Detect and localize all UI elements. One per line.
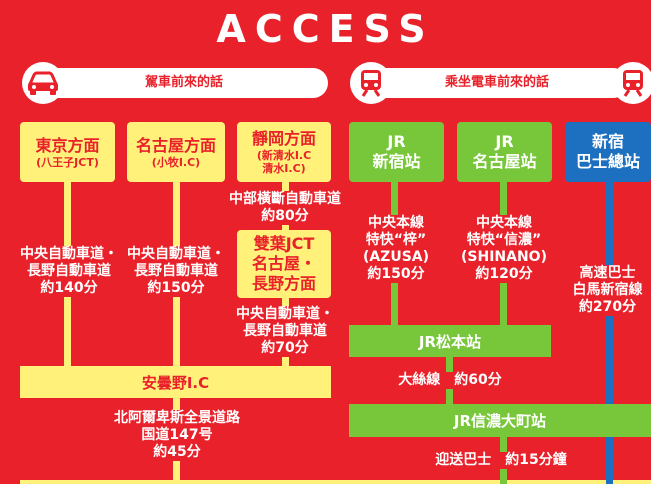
- route-label-line: 中央本線: [476, 215, 532, 231]
- origin-line: JR: [495, 132, 514, 151]
- origin-tokyo-sub: (八王子JCT): [36, 155, 99, 169]
- route-label-line: 特快“梓”: [365, 232, 427, 248]
- destination-bar: [20, 480, 651, 484]
- origin-line: 新宿站: [372, 152, 421, 171]
- route-label-line: 約120分: [475, 266, 533, 282]
- train-icon-badge-left: [350, 62, 392, 104]
- origin-nagoya-name: 名古屋方面: [135, 135, 216, 155]
- origin-jr-shinjuku: JR 新宿站: [349, 122, 444, 182]
- origin-nagoya-sub: (小牧I.C): [151, 155, 201, 169]
- route-label-line: 国道147号: [141, 427, 213, 443]
- route-label-line: 中部橫斷自動車道: [229, 191, 341, 207]
- route-label-line: 約140分: [40, 280, 98, 296]
- route-label-line: 長野自動車道: [243, 323, 327, 339]
- azumino-ic-label: 安曇野I.C: [141, 373, 210, 392]
- jr-matsumoto-bar: JR松本站: [349, 325, 551, 357]
- train-icon-badge-right: [612, 62, 651, 104]
- route-label-line: 約80分: [261, 208, 309, 224]
- route-label-line: (SHINANO): [461, 249, 547, 265]
- origin-line: 新宿: [591, 132, 624, 151]
- route-line-bus: [606, 180, 613, 484]
- route-label-shizuoka-2: 中央自動車道・ 長野自動車道 約70分: [222, 306, 348, 357]
- route-label-shinano: 中央本線 特快“信濃” (SHINANO) 約120分: [454, 215, 554, 283]
- route-label-oito: 大絲線 約60分: [376, 372, 524, 389]
- route-label-line: 高速巴士: [579, 265, 636, 281]
- origin-shizuoka-name: 靜岡方面: [251, 129, 316, 148]
- origin-shizuoka-sub2: 清水I.C): [262, 162, 306, 175]
- route-label-line: 約45分: [153, 444, 201, 460]
- origin-shinjuku-bus-terminal: 新宿 巴士總站: [565, 122, 651, 182]
- car-section-header: 駕車前來的話: [40, 68, 328, 98]
- route-label-line: 特快“信濃”: [466, 232, 542, 248]
- jr-matsumoto-label: JR松本站: [418, 332, 482, 351]
- futaba-jct-box: 雙葉JCT 名古屋・ 長野方面: [237, 230, 331, 298]
- origin-line: 名古屋站: [472, 152, 537, 171]
- origin-tokyo: 東京方面 (八王子JCT): [20, 122, 115, 182]
- route-label-line: 北阿爾卑斯全景道路: [114, 410, 240, 426]
- origin-tokyo-name: 東京方面: [35, 135, 100, 155]
- route-label-line: 長野自動車道: [134, 263, 218, 279]
- origin-line: 巴士總站: [575, 152, 640, 171]
- car-section-label: 駕車前來的話: [144, 75, 223, 90]
- route-label-line: 約150分: [367, 266, 425, 282]
- car-icon-badge: [22, 62, 64, 104]
- futaba-line: 名古屋・: [251, 254, 316, 273]
- route-label-tokyo: 中央自動車道・ 長野自動車道 約140分: [10, 246, 128, 297]
- route-label-final-road: 北阿爾卑斯全景道路 国道147号 約45分: [100, 410, 254, 461]
- origin-jr-nagoya: JR 名古屋站: [457, 122, 552, 182]
- train-icon: [361, 70, 381, 97]
- origin-nagoya: 名古屋方面 (小牧I.C): [127, 122, 225, 182]
- origin-shizuoka: 靜岡方面 (新清水I.C 清水I.C): [237, 122, 331, 182]
- origin-line: JR: [387, 132, 406, 151]
- page-title: ACCESS: [216, 7, 435, 51]
- train-section-label: 乘坐電車前來的話: [444, 75, 549, 90]
- car-icon: [28, 71, 58, 95]
- route-label-line: 長野自動車道: [27, 263, 111, 279]
- jr-shinano-omachi-label: JR信濃大町站: [453, 412, 547, 430]
- route-label-azusa: 中央本線 特快“梓” (AZUSA) 約150分: [348, 215, 444, 283]
- route-label-line: 中央自動車道・: [236, 306, 334, 322]
- route-label-line: 迎送巴士 約15分鐘: [435, 452, 567, 468]
- route-label-shizuoka-1: 中部橫斷自動車道 約80分: [214, 191, 356, 225]
- origin-shizuoka-sub1: (新清水I.C: [256, 149, 312, 162]
- train-section-header: 乘坐電車前來的話: [366, 68, 628, 98]
- route-label-line: 大絲線 約60分: [398, 372, 502, 388]
- azumino-ic-bar: 安曇野I.C: [20, 366, 331, 398]
- futaba-line: 雙葉JCT: [253, 234, 315, 253]
- route-label-nagoya: 中央自動車道・ 長野自動車道 約150分: [118, 246, 234, 297]
- route-label-line: 約270分: [578, 299, 637, 315]
- route-label-line: 約150分: [147, 280, 205, 296]
- route-label-line: 中央本線: [368, 215, 424, 231]
- route-label-line: 約70分: [261, 340, 309, 356]
- futaba-line: 長野方面: [251, 274, 316, 293]
- route-label-bus: 高速巴士 白馬新宿線 約270分: [564, 265, 651, 316]
- route-label-line: 白馬新宿線: [572, 282, 643, 298]
- route-label-line: 中央自動車道・: [20, 246, 118, 262]
- route-label-line: 中央自動車道・: [127, 246, 225, 262]
- route-label-line: (AZUSA): [362, 249, 430, 265]
- jr-shinano-omachi-bar: JR信濃大町站: [349, 404, 651, 437]
- train-icon: [623, 70, 643, 97]
- route-label-shuttle: 迎送巴士 約15分鐘: [414, 452, 588, 469]
